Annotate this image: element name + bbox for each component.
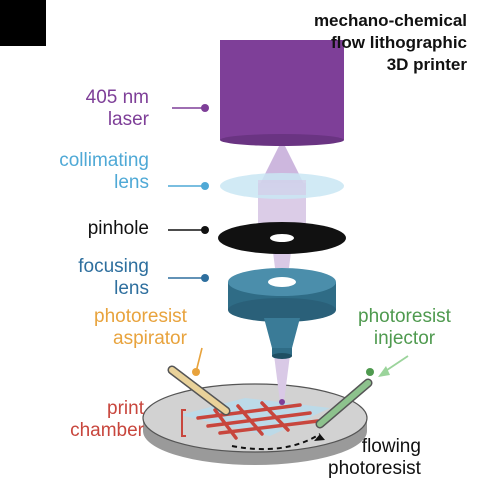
injector-label: photoresist injector: [358, 306, 451, 350]
injector-label-line-2: injector: [373, 328, 436, 349]
injector-tube: [315, 378, 373, 429]
print-chamber-label-line-1: print: [107, 398, 144, 419]
collimating-lens: [220, 173, 344, 199]
flowing-label-line-1: flowing: [361, 436, 421, 457]
laser-label-line-1: 405 nm: [85, 87, 149, 108]
laser-label-line-2: laser: [107, 109, 149, 130]
aspirator-label-line-1: photoresist: [94, 306, 187, 327]
focusing-label-line-2: lens: [114, 278, 149, 299]
injector-label-line-1: photoresist: [358, 306, 451, 327]
collimating-lens-label: collimating lens: [59, 150, 149, 194]
laser-label: 405 nm laser: [86, 87, 149, 131]
callout-focusing: [168, 274, 209, 282]
callout-pinhole: [168, 226, 209, 234]
focusing-lens: [228, 268, 336, 359]
aspirator-tube: [167, 365, 231, 416]
title: mechano-chemical flow lithographic 3D pr…: [314, 10, 467, 76]
callout-laser: [172, 104, 209, 112]
callout-aspirator: [192, 347, 203, 376]
flowing-photoresist-label: flowing photoresist: [328, 436, 421, 480]
pinhole-label: pinhole: [88, 218, 149, 240]
corner-block: [0, 0, 46, 46]
callout-injector: [366, 355, 409, 377]
collimating-label-line-2: lens: [114, 172, 149, 193]
pinhole-disc: [218, 222, 346, 254]
title-line-3: 3D printer: [386, 55, 467, 74]
callout-collimating: [168, 182, 209, 190]
aspirator-label-line-2: aspirator: [113, 328, 187, 349]
flowing-label-line-2: photoresist: [328, 458, 421, 479]
title-line-2: flow lithographic: [331, 33, 467, 52]
collimating-label-line-1: collimating: [59, 150, 149, 171]
focusing-label-line-1: focusing: [78, 256, 149, 277]
print-chamber-label-line-2: chamber: [70, 420, 144, 441]
title-line-1: mechano-chemical: [313, 11, 467, 30]
print-chamber-label: print chamber: [70, 398, 144, 442]
laser: [220, 40, 344, 146]
focusing-lens-label: focusing lens: [78, 256, 149, 300]
pinhole-label-line-1: pinhole: [87, 218, 149, 239]
aspirator-label: photoresist aspirator: [94, 306, 187, 350]
